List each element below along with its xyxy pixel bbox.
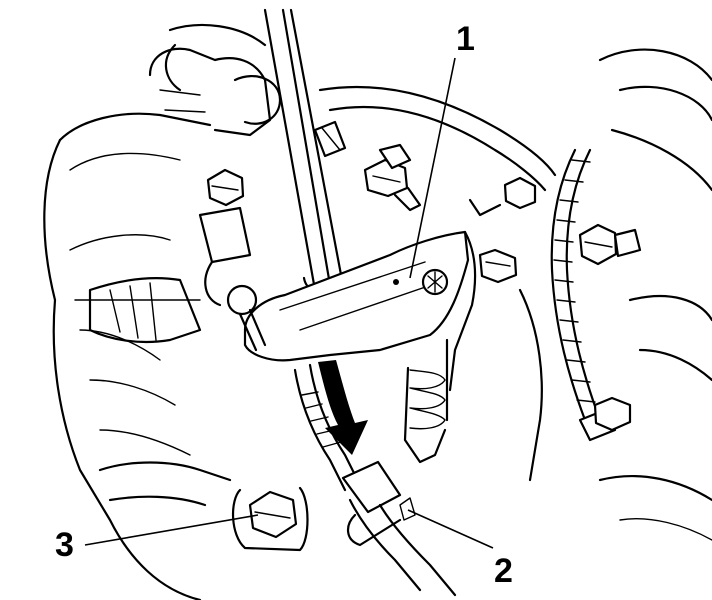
- return-spring: [403, 338, 449, 464]
- callout-1: 1: [456, 20, 475, 58]
- housing-casing: [43, 112, 212, 600]
- leader-line-3: [84, 514, 259, 546]
- bolt-top-middle: [363, 143, 422, 212]
- bolt-left: [198, 168, 252, 307]
- direction-arrow: [318, 360, 368, 455]
- control-rods: [263, 8, 347, 294]
- right-casing: [518, 48, 712, 541]
- callout-3: 3: [55, 526, 74, 564]
- lever-part-1: [243, 230, 477, 392]
- leader-line-1: [409, 57, 456, 279]
- bolt-right-middle: [478, 248, 518, 284]
- bolt-part-3: [98, 461, 309, 552]
- wiring-harness: [550, 148, 617, 442]
- upper-pipe: [313, 85, 557, 192]
- brake-cable: [293, 363, 457, 597]
- leader-line-2: [407, 509, 494, 549]
- upper-bracket: [148, 23, 282, 137]
- bolt-right-lower: [593, 396, 632, 432]
- callout-2: 2: [494, 552, 513, 590]
- ball-joint: [226, 284, 267, 352]
- bolt-pipe-joint: [468, 176, 537, 217]
- bolt-right-upper: [578, 223, 642, 266]
- cable-clip-icon: [399, 497, 416, 521]
